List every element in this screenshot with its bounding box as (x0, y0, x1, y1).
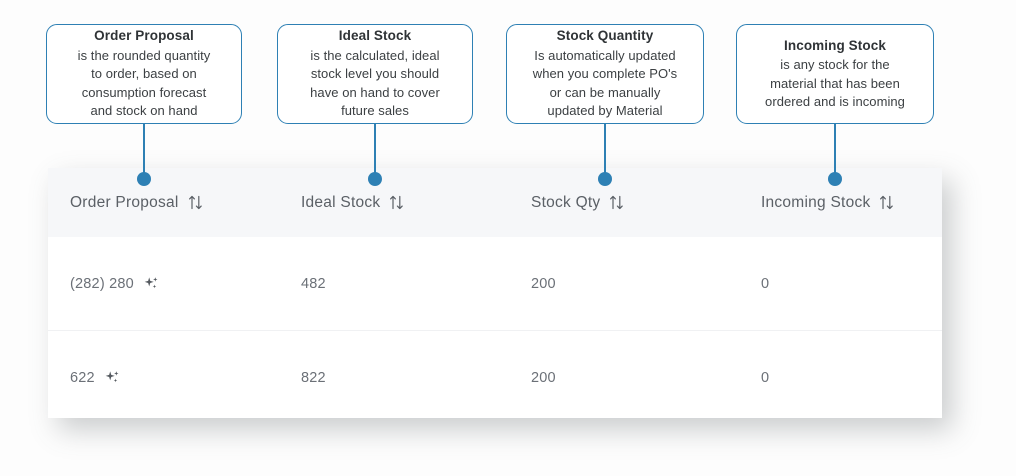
callout-anchor-dot (137, 172, 151, 186)
cell-incoming-stock: 0 (739, 276, 942, 292)
callout-body-line: stock level you should (310, 66, 440, 82)
callout-connector-line (834, 124, 836, 180)
cell-stock-qty: 200 (509, 276, 739, 292)
callout-body-line: is any stock for the (780, 57, 890, 73)
column-header-label: Stock Qty (531, 193, 601, 211)
callout-body-line: when you complete PO's (532, 66, 678, 82)
column-header-label: Incoming Stock (761, 193, 871, 211)
callout-anchor-dot (368, 172, 382, 186)
cell-value: 0 (761, 369, 770, 386)
callout-body-line: and stock on hand (90, 103, 198, 119)
callout-anchor-dot (598, 172, 612, 186)
column-header-stock-qty[interactable]: Stock Qty (509, 194, 739, 212)
callout-body-line: consumption forecast (81, 84, 207, 100)
callout-title: Incoming Stock (784, 37, 886, 53)
cell-value: 482 (301, 275, 326, 292)
inventory-table: Order Proposal Ideal Stock (48, 168, 942, 418)
column-header-label: Ideal Stock (301, 193, 381, 211)
callout-title: Order Proposal (94, 28, 194, 44)
callout-body-line: is the calculated, ideal (310, 47, 440, 63)
table-header-row: Order Proposal Ideal Stock (48, 168, 942, 237)
callout-connector-line (374, 124, 376, 180)
table-row[interactable]: 622 822 200 0 (48, 330, 942, 418)
callout-body-line: or can be manually (549, 84, 661, 100)
table-row[interactable]: (282) 280 482 200 0 (48, 237, 942, 330)
callout-body-line: material that has been (770, 75, 900, 91)
column-header-label: Order Proposal (70, 193, 179, 211)
callout-body-line: updated by Material (547, 103, 663, 119)
cell-value: 622 (70, 369, 95, 386)
callout-incoming-stock: Incoming Stock is any stock for the mate… (736, 24, 934, 124)
cell-incoming-stock: 0 (739, 370, 942, 386)
callout-body: is any stock for the material that has b… (765, 56, 905, 111)
callout-body: is the calculated, ideal stock level you… (310, 47, 440, 121)
column-header-ideal-stock[interactable]: Ideal Stock (279, 194, 509, 212)
cell-value: 822 (301, 369, 326, 386)
callout-body-line: ordered and is incoming (765, 94, 905, 110)
sort-updown-icon[interactable] (188, 194, 203, 211)
callout-title: Ideal Stock (338, 28, 412, 44)
callout-stock-quantity: Stock Quantity Is automatically updated … (506, 24, 704, 124)
cell-value: (282) 280 (70, 275, 134, 292)
callout-body: Is automatically updated when you comple… (533, 47, 678, 121)
cell-value: 0 (761, 275, 770, 292)
callout-body-line: future sales (341, 103, 409, 119)
callout-title: Stock Quantity (556, 28, 654, 44)
cell-order-proposal: (282) 280 (48, 276, 279, 292)
column-header-order-proposal[interactable]: Order Proposal (48, 194, 279, 212)
callout-body-line: to order, based on (91, 66, 197, 82)
cell-value: 200 (531, 369, 556, 386)
callout-connector-line (143, 124, 145, 180)
cell-order-proposal: 622 (48, 370, 279, 386)
callout-order-proposal: Order Proposal is the rounded quantity t… (46, 24, 242, 124)
sort-updown-icon[interactable] (389, 194, 404, 211)
callout-ideal-stock: Ideal Stock is the calculated, ideal sto… (277, 24, 473, 124)
sort-updown-icon[interactable] (879, 194, 894, 211)
column-header-incoming-stock[interactable]: Incoming Stock (739, 194, 942, 212)
cell-ideal-stock: 822 (279, 370, 509, 386)
cell-value: 200 (531, 275, 556, 292)
cell-ideal-stock: 482 (279, 276, 509, 292)
sort-updown-icon[interactable] (609, 194, 624, 211)
callout-connector-line (604, 124, 606, 180)
callout-body-line: is the rounded quantity (77, 47, 211, 63)
sparkles-icon[interactable] (143, 276, 159, 292)
sparkles-icon[interactable] (104, 370, 120, 386)
callout-body-line: have on hand to cover (310, 84, 440, 100)
callout-body-line: Is automatically updated (534, 47, 676, 63)
cell-stock-qty: 200 (509, 370, 739, 386)
callout-body: is the rounded quantity to order, based … (78, 47, 211, 121)
callout-anchor-dot (828, 172, 842, 186)
